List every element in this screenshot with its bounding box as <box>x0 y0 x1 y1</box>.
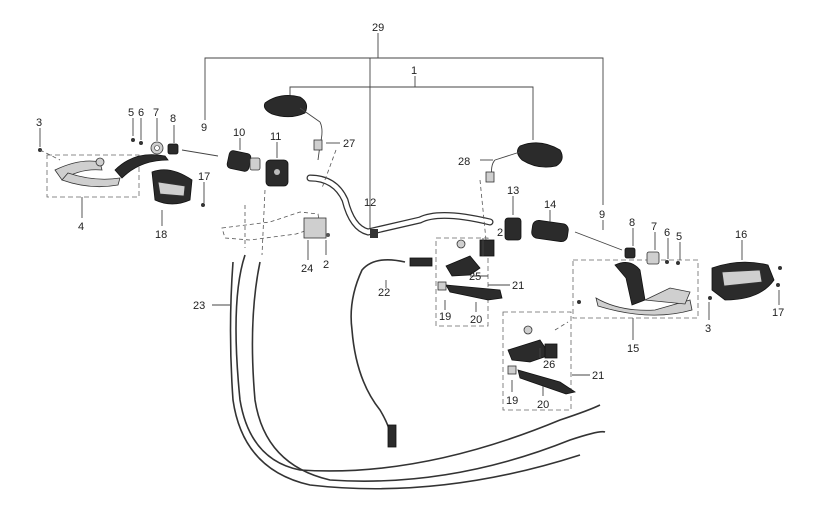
callout-1: 1 <box>411 65 417 77</box>
callout-19b: 19 <box>506 395 518 407</box>
callout-26: 26 <box>543 359 555 371</box>
callout-8b: 8 <box>629 217 635 229</box>
callout-20: 20 <box>470 314 482 326</box>
callout-23: 23 <box>193 300 205 312</box>
callout-3b: 3 <box>705 323 711 335</box>
left-handguard-box <box>46 154 140 198</box>
callout-2: 2 <box>323 259 329 271</box>
left-lever-ghost <box>221 211 330 241</box>
right-handguard-bracket <box>595 262 693 316</box>
callout-5b: 5 <box>676 231 682 243</box>
callout-28: 28 <box>458 156 470 168</box>
callout-19: 19 <box>439 311 451 323</box>
callout-17b: 17 <box>772 307 784 319</box>
callout-7: 7 <box>153 107 159 119</box>
callout-17: 17 <box>198 171 210 183</box>
callout-10: 10 <box>233 127 245 139</box>
leader-29 <box>204 33 604 205</box>
callout-18: 18 <box>155 229 167 241</box>
callout-12: 12 <box>364 197 376 209</box>
callout-9: 9 <box>201 122 207 134</box>
left-small-parts <box>38 138 219 207</box>
right-mirror <box>485 142 563 183</box>
callout-16: 16 <box>735 229 747 241</box>
right-handguard-box <box>572 259 699 319</box>
callout-4: 4 <box>78 221 84 233</box>
callout-21b: 21 <box>592 370 604 382</box>
left-grip-and-switch <box>226 150 289 187</box>
callout-25: 25 <box>469 271 481 283</box>
left-handguard-shell <box>151 169 193 205</box>
left-handguard-bracket <box>54 154 169 188</box>
callout-20b: 20 <box>537 399 549 411</box>
callout-9b: 9 <box>599 209 605 221</box>
callout-5: 5 <box>128 107 134 119</box>
callout-22: 22 <box>378 287 390 299</box>
upper-lever-assembly <box>435 237 503 327</box>
callout-labels: 29 1 3 5 6 7 8 9 10 11 27 4 18 17 12 24 … <box>36 22 784 411</box>
leader-1 <box>289 76 534 140</box>
callout-21: 21 <box>512 280 524 292</box>
callout-6b: 6 <box>664 227 670 239</box>
callout-24: 24 <box>301 263 313 275</box>
right-grip-and-switch <box>504 217 569 243</box>
left-mirror <box>263 95 323 161</box>
callout-6: 6 <box>138 107 144 119</box>
callout-29: 29 <box>372 22 384 34</box>
right-small-parts <box>574 231 782 304</box>
lower-lever-assembly <box>502 311 577 411</box>
cables <box>229 149 606 490</box>
callout-14: 14 <box>544 199 556 211</box>
callout-15: 15 <box>627 343 639 355</box>
callout-7b: 7 <box>651 221 657 233</box>
callout-27: 27 <box>343 138 355 150</box>
right-handguard-shell <box>711 261 775 301</box>
callout-3: 3 <box>36 117 42 129</box>
callout-8: 8 <box>170 113 176 125</box>
callout-leaders <box>39 118 780 396</box>
callout-13: 13 <box>507 185 519 197</box>
callout-2b: 2 <box>497 227 503 239</box>
callout-11: 11 <box>270 131 281 143</box>
handlebar <box>306 174 494 238</box>
